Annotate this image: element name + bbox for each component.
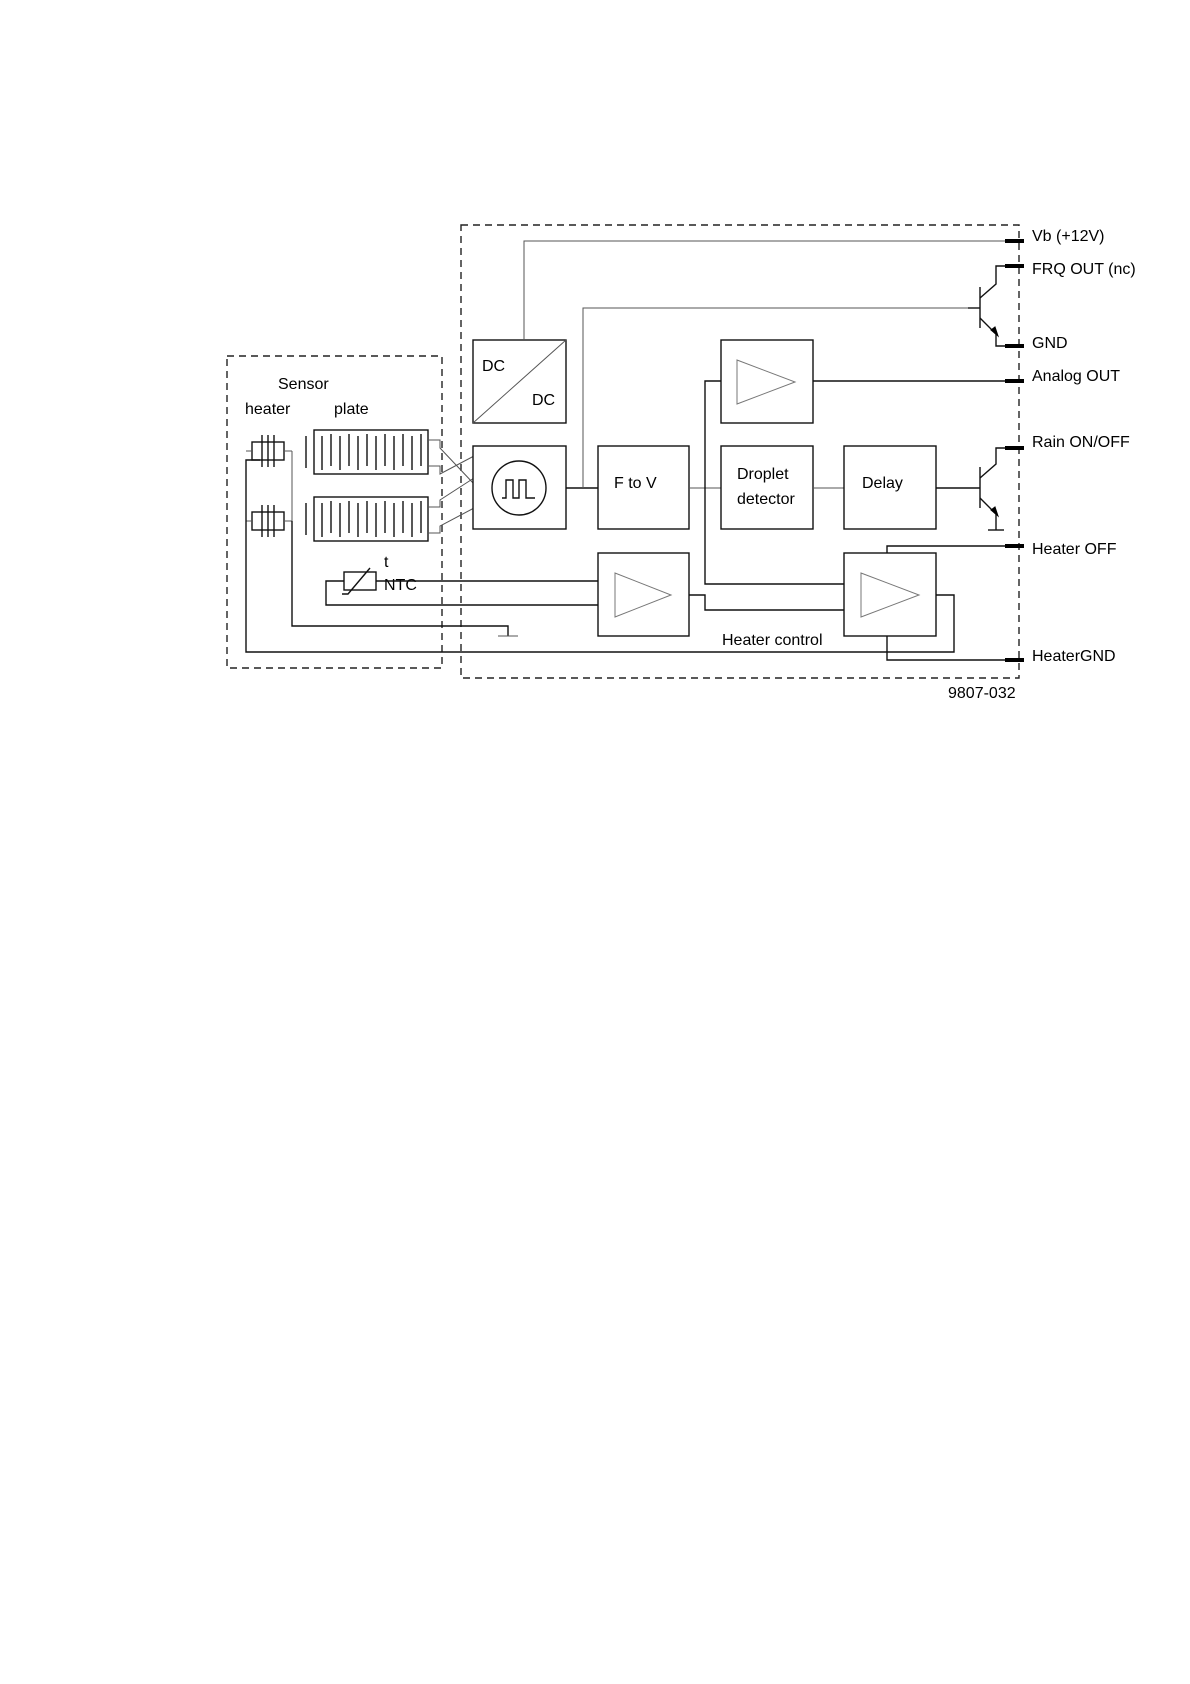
oscillator-block [473,446,566,529]
dcdc-converter-block: DC DC [473,340,566,423]
pin-label-heater-off: Heater OFF [1032,541,1117,558]
ntc-amplifier-block [598,553,689,636]
rain-transistor [980,448,1005,530]
f-to-v-block: F to V [598,446,689,529]
ntc-thermistor [342,568,376,594]
ntc-t-label: t [384,554,389,571]
heater-control-label: Heater control [722,632,823,649]
dcdc-top-label: DC [482,358,505,375]
heater-element-bottom [252,505,284,537]
sensor-heater-label: heater [245,401,291,418]
pin-label-vb: Vb (+12V) [1032,228,1104,245]
droplet-label-line1: Droplet [737,466,789,483]
ntc-label: NTC [384,577,417,594]
heater-control-amplifier-block [844,553,936,636]
f-to-v-label: F to V [614,475,657,492]
dcdc-bottom-label: DC [532,392,555,409]
heater-element-top [252,435,284,467]
droplet-detector-block: Droplet detector [721,446,813,529]
pin-label-heatergnd: HeaterGND [1032,648,1116,665]
pin-label-analog: Analog OUT [1032,368,1120,385]
pin-label-rain: Rain ON/OFF [1032,434,1130,451]
figure-id: 9807-032 [948,685,1016,702]
sensor-title: Sensor [278,376,329,393]
analog-amplifier-block [721,340,813,423]
frq-transistor [968,266,1005,346]
delay-label: Delay [862,475,903,492]
sensor-plate-bottom [306,497,428,541]
delay-block: Delay [844,446,936,529]
droplet-label-line2: detector [737,491,795,508]
pin-label-frq: FRQ OUT (nc) [1032,261,1136,278]
sensor-plate-label: plate [334,401,369,418]
pin-label-gnd: GND [1032,335,1068,352]
sensor-plate-top [306,430,428,474]
